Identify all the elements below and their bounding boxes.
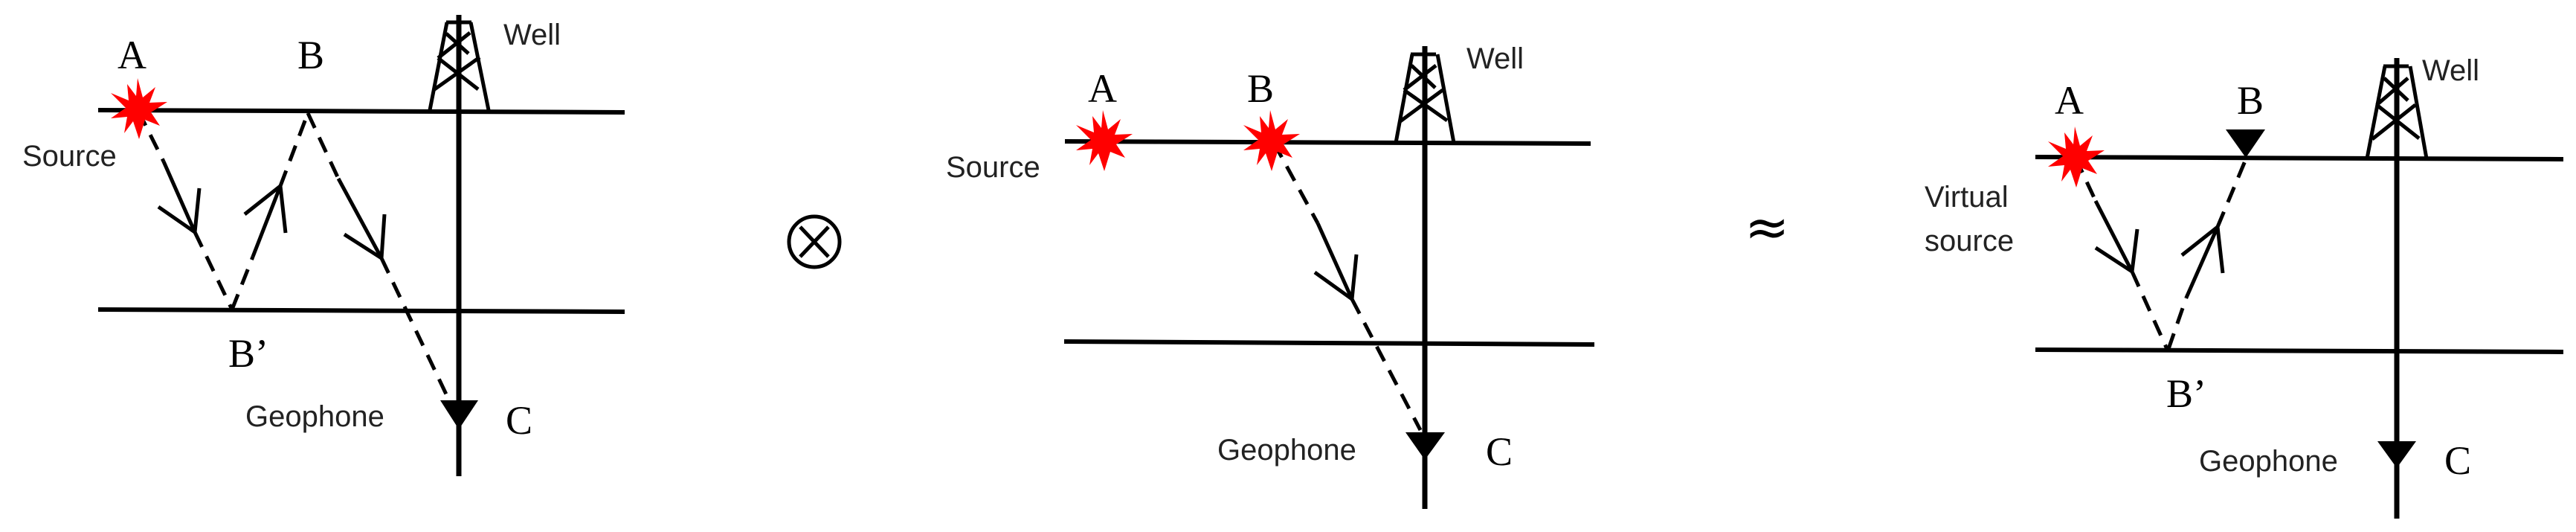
geophone-label: Geophone <box>1217 434 1356 467</box>
otimes-cross-icon <box>799 225 830 258</box>
arrowhead-down-icon <box>157 188 202 236</box>
point-a-label: A <box>1088 66 1117 111</box>
surface-line <box>1064 139 1591 146</box>
ray-a-to-b-prime-lower <box>193 231 234 311</box>
well-label: Well <box>1466 42 1524 75</box>
geophone-icon <box>440 400 478 429</box>
ray-b-to-c-solid <box>336 177 384 260</box>
arrowhead-up-icon <box>2180 223 2225 274</box>
arrowhead-down-icon <box>343 214 387 262</box>
correlation-operator <box>787 214 842 269</box>
geophone-label: Geophone <box>2199 445 2338 478</box>
virtual-source-label-line2: source <box>1925 225 2014 257</box>
ray-b-prime-to-b-lower <box>230 256 255 310</box>
panel-middle: Well A B C Source Geophone <box>946 42 1595 509</box>
ray-b-to-c-lower <box>1350 298 1423 432</box>
panel-left: Well A B B’ C Source Geophone <box>22 15 625 476</box>
well-label: Well <box>2422 54 2479 87</box>
arrowhead-up-icon <box>243 182 288 234</box>
point-b-prime-label: B’ <box>228 331 268 376</box>
reflector-line <box>2035 347 2564 354</box>
point-b-prime-label: B’ <box>2166 371 2206 416</box>
well-label: Well <box>503 19 561 51</box>
ray-a-to-b-prime-solid <box>161 160 197 234</box>
panel-right: Well A B B’ C Virtual source Geophone <box>1925 54 2564 519</box>
surface-line <box>97 108 625 115</box>
source-label: Source <box>22 140 117 173</box>
reflector-line <box>97 307 625 314</box>
approx-operator: ≈ <box>1745 196 1789 258</box>
geophone-label: Geophone <box>245 400 384 433</box>
otimes-circle-icon <box>787 214 842 269</box>
ray-b-prime-to-b-solid <box>2184 225 2220 299</box>
geophone-icon <box>2226 129 2265 158</box>
source-label: Source <box>946 151 1040 184</box>
point-a-label: A <box>2055 78 2084 123</box>
point-c-label: C <box>2444 438 2471 483</box>
ray-b-to-c-lower <box>379 257 457 414</box>
derrick-icon <box>428 20 491 111</box>
ray-b-to-c-upper <box>1272 141 1320 225</box>
ray-b-to-c-upper <box>306 112 341 180</box>
arrowhead-down-icon <box>1313 254 1359 303</box>
derrick-icon <box>1394 52 1456 144</box>
point-b-label: B <box>297 33 324 77</box>
ray-a-to-b-prime-lower <box>2130 270 2169 350</box>
geophone-icon <box>1405 432 1445 460</box>
point-b-label: B <box>1247 66 1274 111</box>
ray-b-to-c-solid <box>1316 222 1354 301</box>
ray-b-prime-to-b-upper <box>2215 158 2248 228</box>
virtual-source-label-line1: Virtual <box>1925 181 2009 214</box>
reflector-line <box>1063 339 1595 347</box>
arrowhead-down-icon <box>2094 228 2139 275</box>
surface-line <box>2035 155 2564 161</box>
derrick-icon <box>2365 64 2429 159</box>
ray-a-to-b-prime-solid <box>2093 199 2134 273</box>
point-b-label: B <box>2237 78 2264 123</box>
point-a-label: A <box>117 33 146 77</box>
point-c-label: C <box>1486 429 1513 474</box>
ray-b-prime-to-b-solid <box>251 185 283 257</box>
ray-b-prime-to-b-upper <box>278 112 310 187</box>
point-c-label: C <box>506 398 532 443</box>
ray-b-prime-to-b-lower <box>2166 297 2189 350</box>
geophone-icon <box>2377 441 2416 468</box>
